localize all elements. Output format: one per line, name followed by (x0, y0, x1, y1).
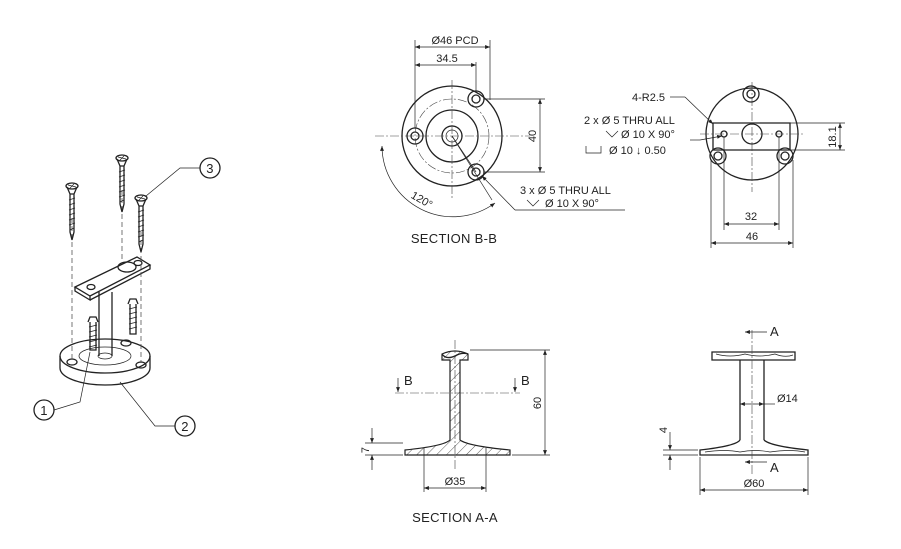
section-aa-view: B B 60 7 Ø35 SECTION A-A (360, 340, 550, 525)
dim-18-1: 18.1 (827, 126, 839, 147)
cut-label-a-top: A (770, 324, 779, 339)
dim-32: 32 (745, 211, 757, 223)
top-note-1: 2 x Ø 5 THRU ALL (584, 115, 675, 127)
screw-5 (127, 298, 139, 335)
screw-4 (87, 316, 99, 351)
bb-hole-top (467, 90, 485, 108)
screw-2 (115, 154, 129, 213)
svg-text:3: 3 (206, 161, 214, 176)
post (97, 292, 113, 360)
dim-40: 40 (527, 130, 539, 142)
dim-d60: Ø60 (744, 478, 765, 490)
cut-label-b-left: B (404, 373, 413, 388)
dim-46: 46 (746, 231, 758, 243)
top-plate (73, 256, 152, 302)
svg-text:2: 2 (181, 419, 189, 434)
dim-d14: Ø14 (777, 393, 798, 405)
dim-7: 7 (360, 447, 372, 453)
section-bb-view: Ø46 PCD 34.5 40 120° 3 x Ø 5 THRU ALL Ø … (375, 35, 625, 246)
isometric-view: 1 2 3 (33, 154, 221, 437)
screw-1 (65, 182, 79, 241)
base-flange (59, 338, 151, 386)
dim-d35: Ø35 (445, 476, 466, 488)
dim-34-5: 34.5 (436, 53, 457, 65)
top-view: 4-R2.5 2 x Ø 5 THRU ALL Ø 10 X 90° Ø 10 … (584, 82, 845, 248)
top-note-2: Ø 10 X 90° (621, 129, 675, 141)
bb-note-1: 3 x Ø 5 THRU ALL (520, 185, 611, 197)
balloon-2: 2 (119, 381, 196, 437)
dim-pcd: Ø46 PCD (431, 35, 478, 47)
bb-note-2: Ø 10 X 90° (545, 198, 599, 210)
svg-text:1: 1 (40, 403, 48, 418)
top-hole-a (742, 85, 760, 103)
balloon-1: 1 (33, 351, 91, 421)
dim-60-height: 60 (532, 397, 544, 409)
cut-label-b-right: B (521, 373, 530, 388)
dim-4: 4 (658, 427, 670, 433)
balloon-3: 3 (145, 157, 221, 197)
section-aa-title: SECTION A-A (412, 510, 498, 525)
top-note-3: Ø 10 ↓ 0.50 (609, 145, 666, 157)
front-view: A A Ø14 4 Ø60 (658, 324, 809, 495)
top-hole-c (776, 147, 794, 165)
section-bb-title: SECTION B-B (411, 231, 497, 246)
cut-label-a-bottom: A (770, 460, 779, 475)
top-radius-note: 4-R2.5 (632, 92, 665, 104)
dim-angle: 120° (409, 190, 435, 212)
screw-3 (134, 194, 148, 253)
top-hole-b (709, 147, 727, 165)
